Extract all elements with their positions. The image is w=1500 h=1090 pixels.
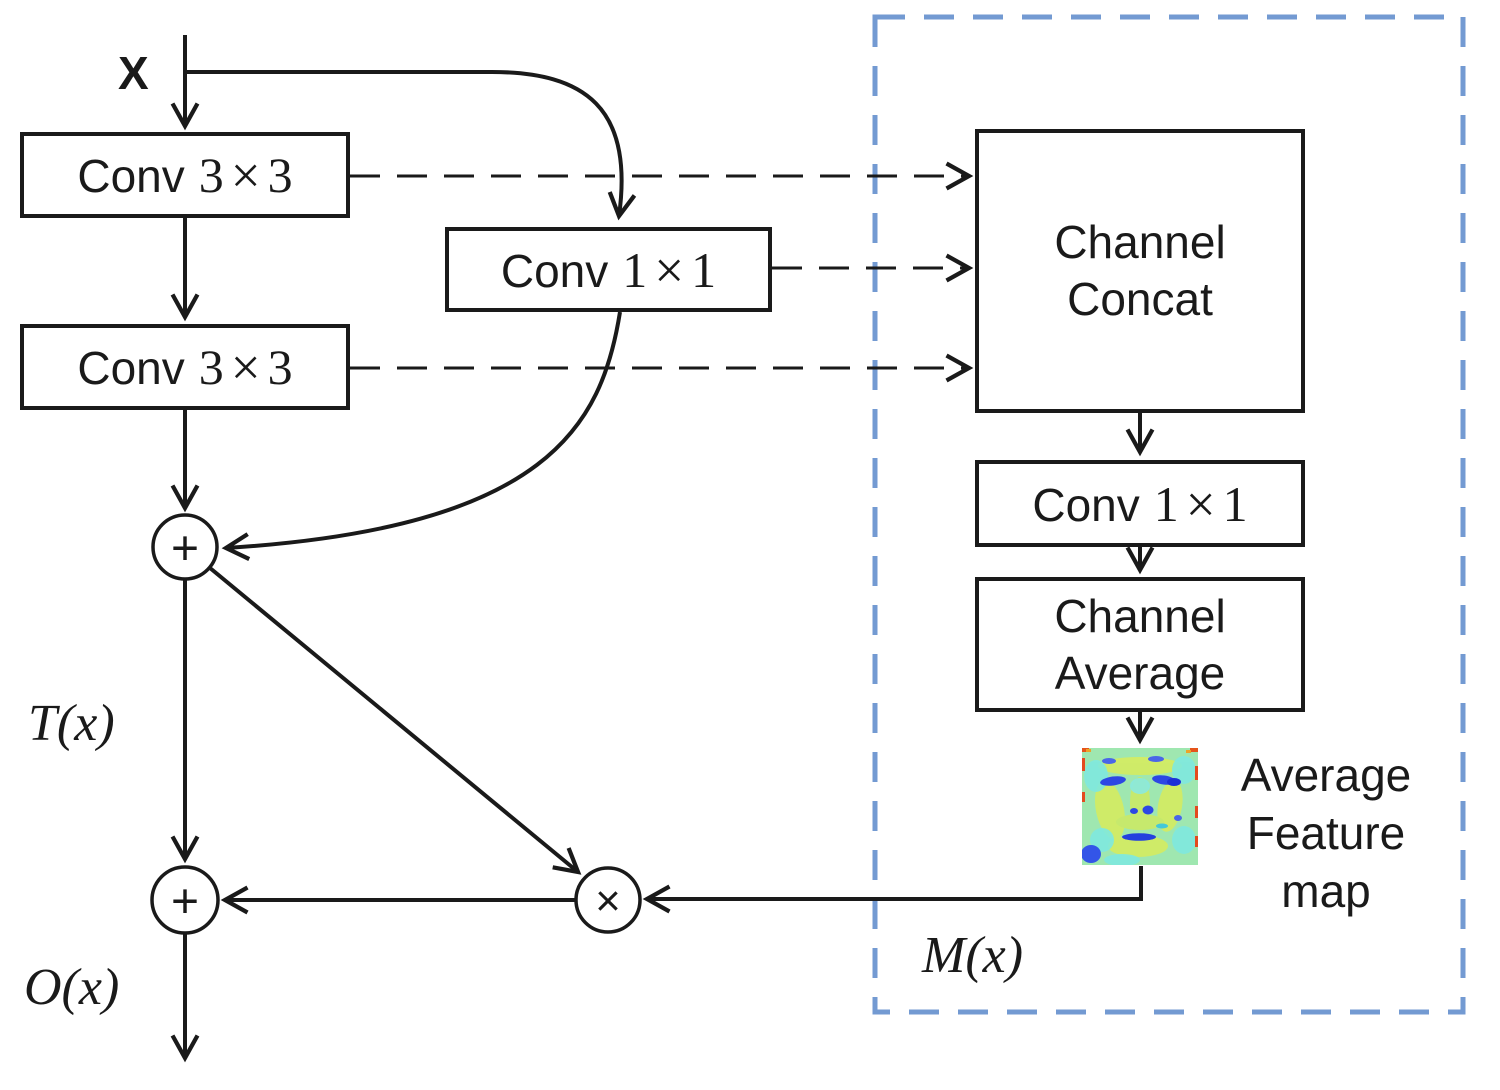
add-node-top: [151, 513, 219, 581]
channel-average-line1: Channel: [1054, 589, 1226, 642]
average-feature-map-image: [1082, 748, 1198, 865]
add-node-bottom-plus-glyph: +: [171, 876, 199, 929]
average-feature-map-caption: Average Feature map: [1210, 746, 1442, 920]
caption-line3: map: [1281, 865, 1371, 917]
conv-label-text: Conv: [500, 244, 609, 297]
input-x-label: X: [118, 47, 149, 99]
channel-concat-line2: Concat: [1067, 273, 1213, 325]
kernel-size-text: 1: [1153, 475, 1179, 532]
channel-average-box: Channel Average: [975, 577, 1305, 712]
times-glyph: ×: [230, 147, 261, 205]
kernel-size-text: 3: [198, 147, 224, 203]
kernel-size-text: 3: [198, 339, 224, 395]
times-glyph: ×: [230, 339, 261, 397]
channel-concat-box: Channel Concat: [975, 129, 1305, 413]
channel-concat-line1: Channel: [1054, 216, 1226, 268]
channel-concat-label: Channel Concat: [1054, 214, 1225, 328]
kernel-size-text: 1: [622, 241, 648, 298]
kernel-size-text: 1: [1222, 475, 1248, 532]
kernel-size-text: 3: [267, 147, 293, 203]
conv-label-text: Conv: [77, 150, 185, 202]
arrow-add1-to-multiply: [208, 566, 582, 875]
output-ox-label: O(x): [24, 959, 120, 1016]
times-glyph: ×: [1185, 475, 1216, 534]
kernel-size-text: 3: [267, 339, 293, 395]
mask-mx-label: M(x): [922, 927, 1024, 984]
multiply-node-times-glyph: ×: [595, 877, 621, 926]
add-node-bottom: [150, 865, 220, 935]
transform-tx-label: T(x): [28, 695, 115, 752]
multiply-node: [574, 866, 642, 934]
arrow-feature-map-to-multiply: [642, 866, 1143, 914]
caption-line1: Average: [1240, 749, 1412, 801]
conv-label-text: Conv: [77, 342, 185, 394]
times-glyph: ×: [654, 241, 685, 300]
channel-average-line2: Average: [1054, 646, 1226, 699]
kernel-size-text: 1: [691, 241, 717, 298]
add-node-top-plus-glyph: +: [171, 523, 199, 576]
conv-label-text: Conv: [1032, 478, 1140, 531]
channel-average-label: Channel Average: [1054, 588, 1225, 702]
caption-line2: Feature: [1246, 807, 1406, 859]
